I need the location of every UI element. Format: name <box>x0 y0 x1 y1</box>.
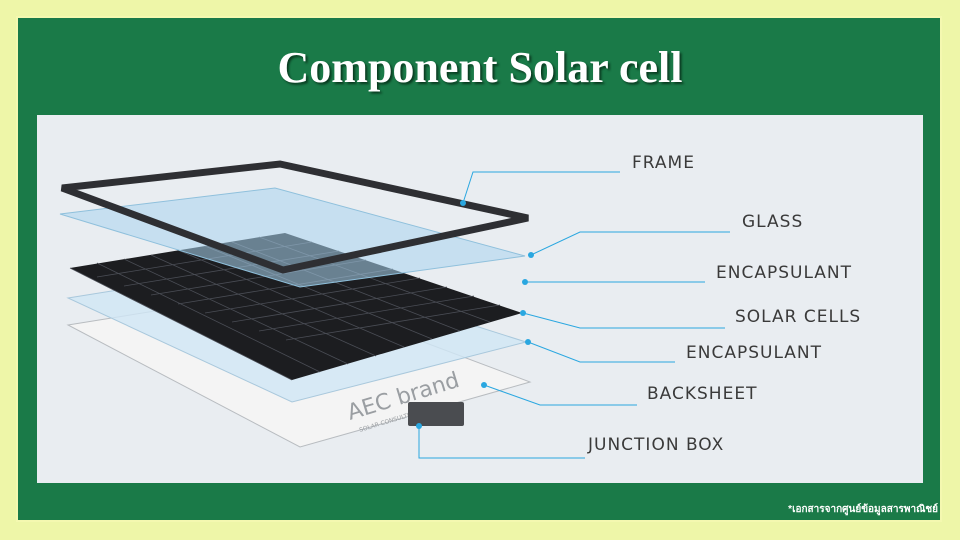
label-encapsulant-lower: ENCAPSULANT <box>686 343 822 363</box>
junction-box <box>408 402 464 426</box>
label-glass: GLASS <box>742 212 803 232</box>
source-footnote: *เอกสารจากศูนย์ข้อมูลสารพาณิชย์ <box>788 504 938 515</box>
leader-dots <box>416 200 534 429</box>
label-backsheet: BACKSHEET <box>647 384 757 404</box>
label-solar-cells: SOLAR CELLS <box>735 307 861 327</box>
glass-layer <box>59 187 526 288</box>
leader-lines <box>418 171 730 459</box>
slide-title: Component Solar cell <box>277 43 683 92</box>
frame-layer <box>60 160 529 274</box>
solar-panel-diagram: AEC brand SOLAR CONSULTING SPACE FRAME G… <box>37 115 923 483</box>
label-frame: FRAME <box>632 153 695 173</box>
label-junction-box: JUNCTION BOX <box>587 435 724 455</box>
label-encapsulant-upper: ENCAPSULANT <box>716 263 852 283</box>
